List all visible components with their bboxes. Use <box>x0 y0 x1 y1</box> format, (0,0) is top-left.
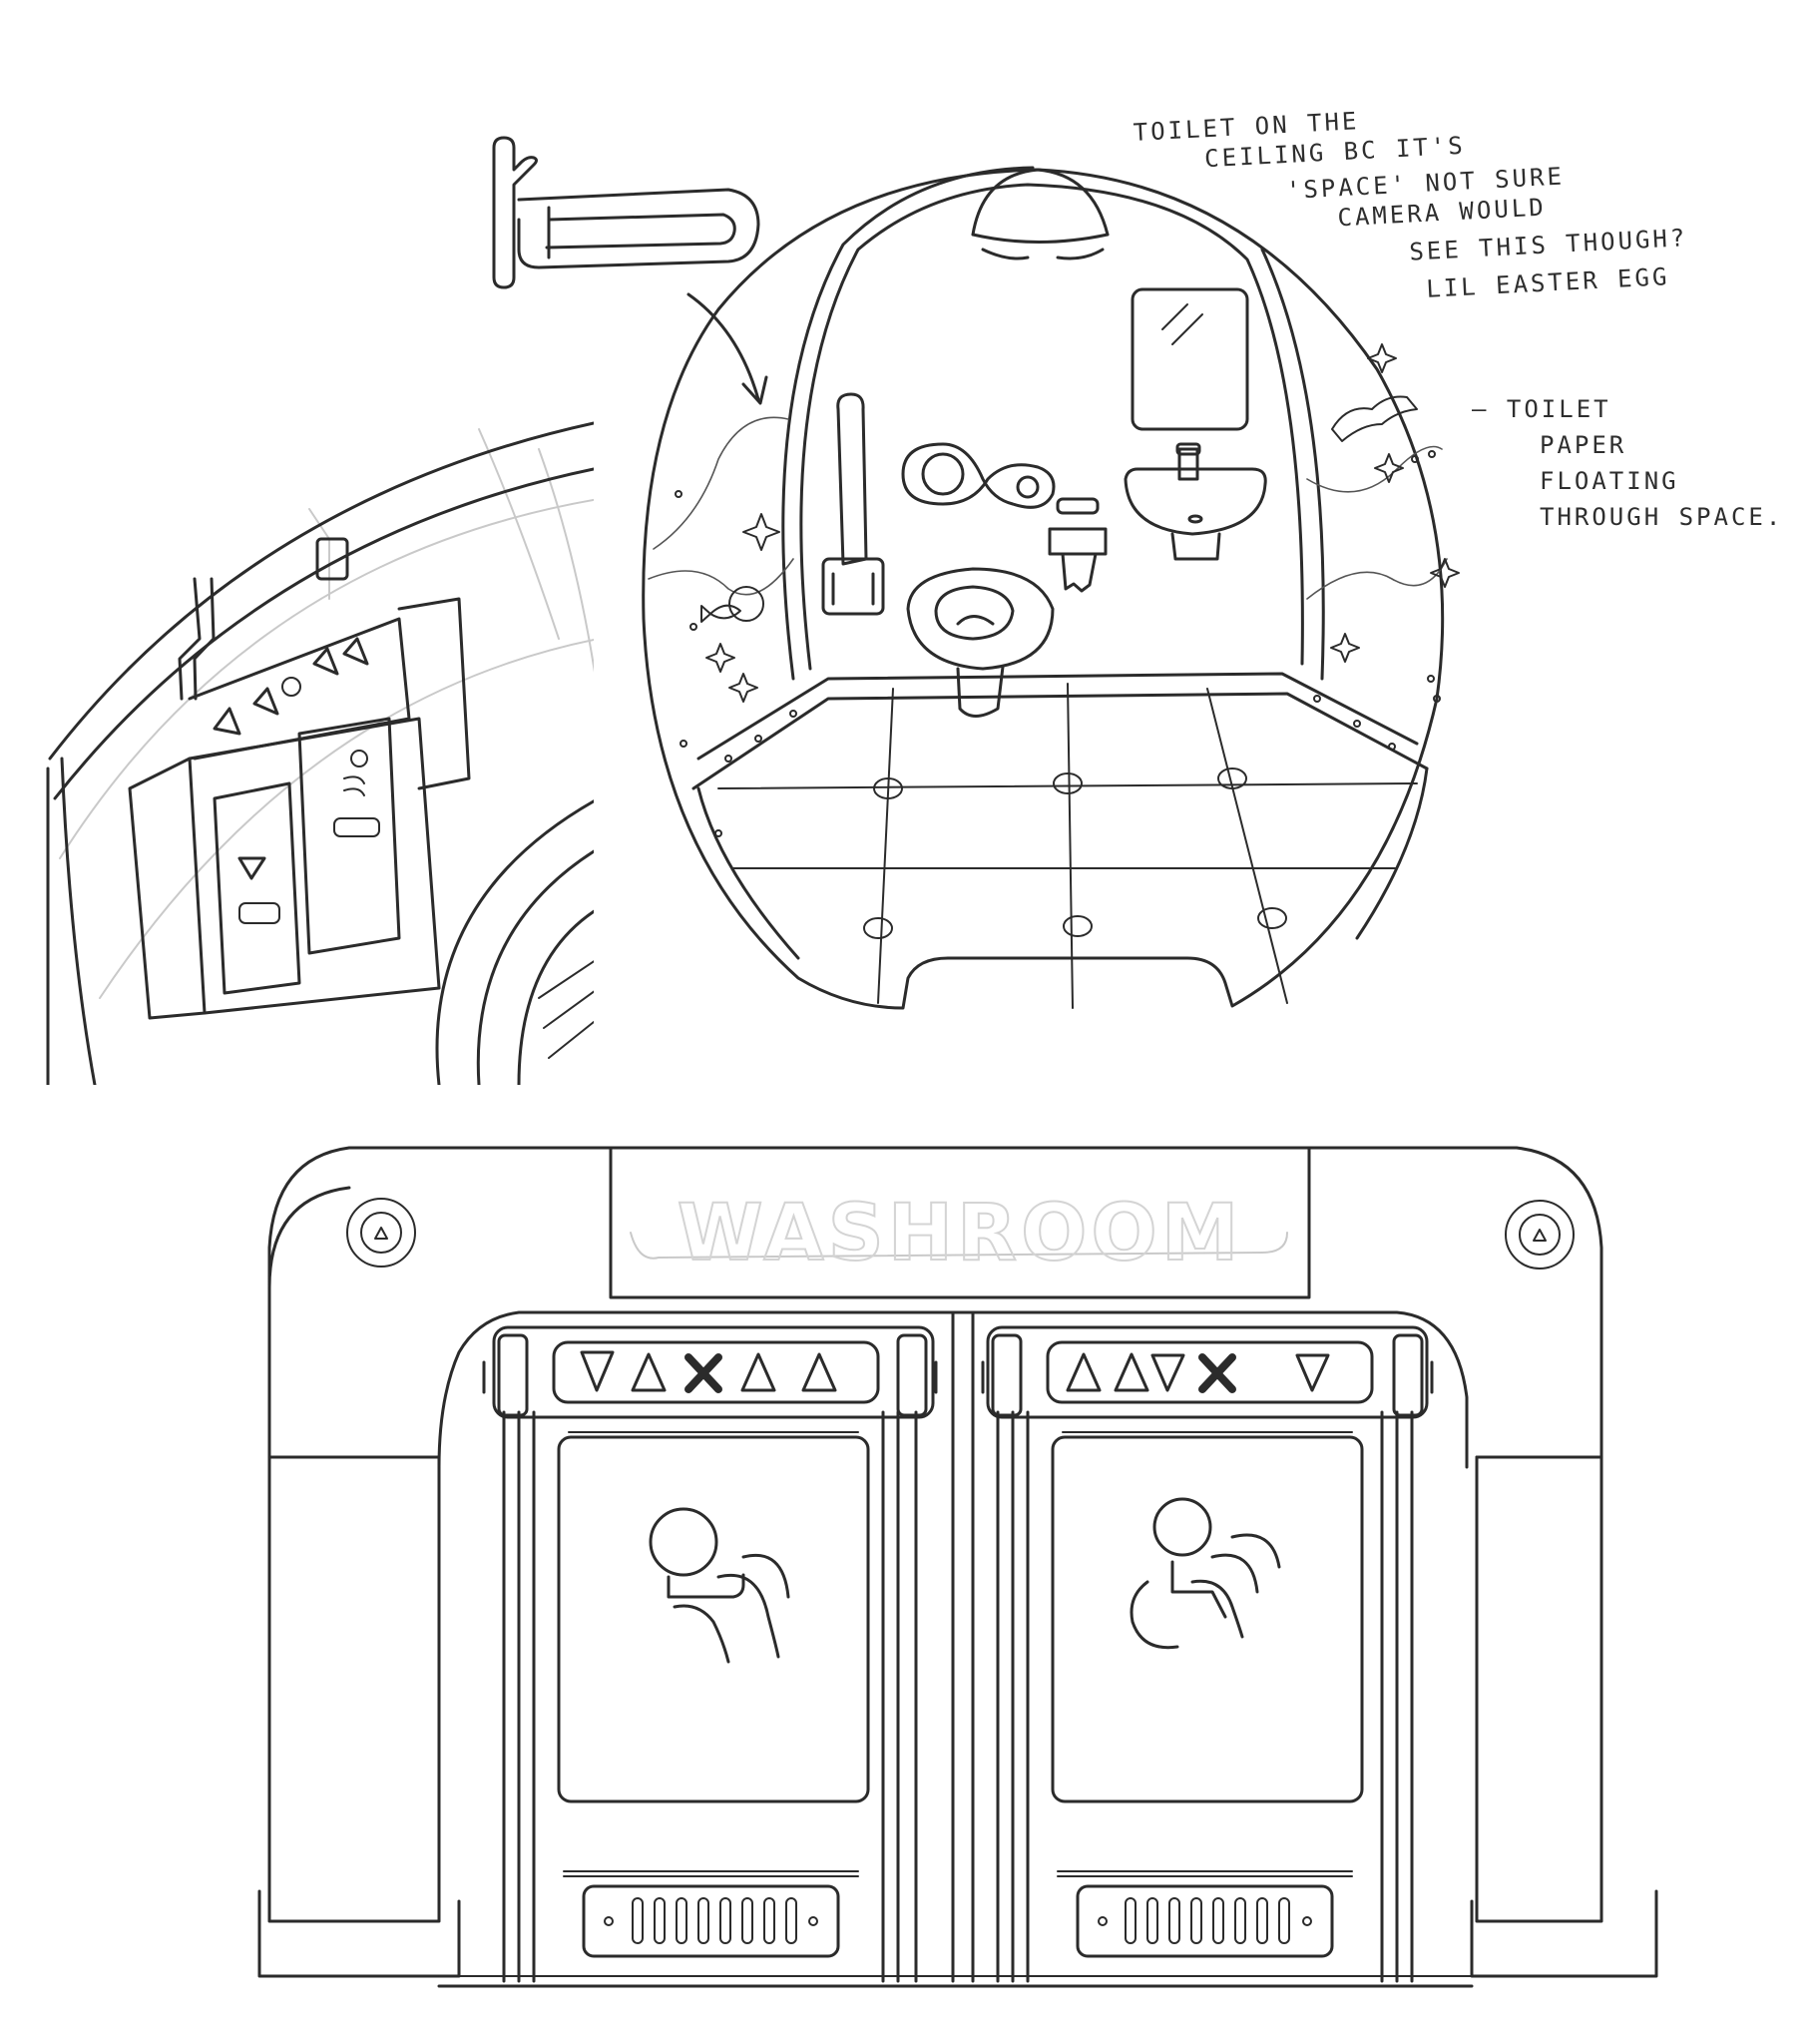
right-door-symbols: △△▽✕▽ <box>1063 1349 1352 1397</box>
pointer-arrowhead <box>741 375 768 405</box>
note-line: THROUGH SPACE. <box>1540 503 1784 531</box>
sparkle-icon <box>689 343 1460 703</box>
toilet-icon <box>906 567 1055 718</box>
left-door-symbols: ▽△✕△△ <box>574 1349 863 1397</box>
note-line: PAPER <box>1540 431 1627 459</box>
toilet-paper-holder <box>1048 497 1108 593</box>
note-line: FLOATING <box>1540 467 1679 495</box>
closeup-door-panel-sketch <box>46 421 594 1085</box>
pointer-arrow <box>686 292 760 401</box>
note-line: — TOILET <box>1472 395 1611 423</box>
arrow-logo-icon <box>492 136 760 289</box>
door-sign-text: WASHROOM <box>678 1189 1243 1278</box>
triangle-button-right[interactable] <box>1505 1200 1575 1270</box>
washroom-front-doors <box>257 1146 1658 1988</box>
sink-icon <box>1124 442 1267 561</box>
restroom-symbol-icon <box>649 1507 790 1664</box>
paper-note: — TOILET PAPER FLOATING THROUGH SPACE. <box>1472 394 1791 532</box>
sign-board <box>609 1146 1311 1299</box>
mirror-icon <box>1131 287 1249 431</box>
triangle-button-left[interactable] <box>346 1198 416 1268</box>
toilet-paper-icon <box>1331 395 1418 442</box>
right-door[interactable] <box>981 1325 1434 1983</box>
fish-icon <box>700 586 764 623</box>
left-door[interactable] <box>482 1325 938 1983</box>
ceiling-note: TOILET ON THE CEILING BC IT'S 'SPACE' NO… <box>1133 87 1741 319</box>
washroom-pod-interior <box>642 166 1460 1010</box>
accessible-restroom-symbol-icon <box>1130 1497 1281 1650</box>
